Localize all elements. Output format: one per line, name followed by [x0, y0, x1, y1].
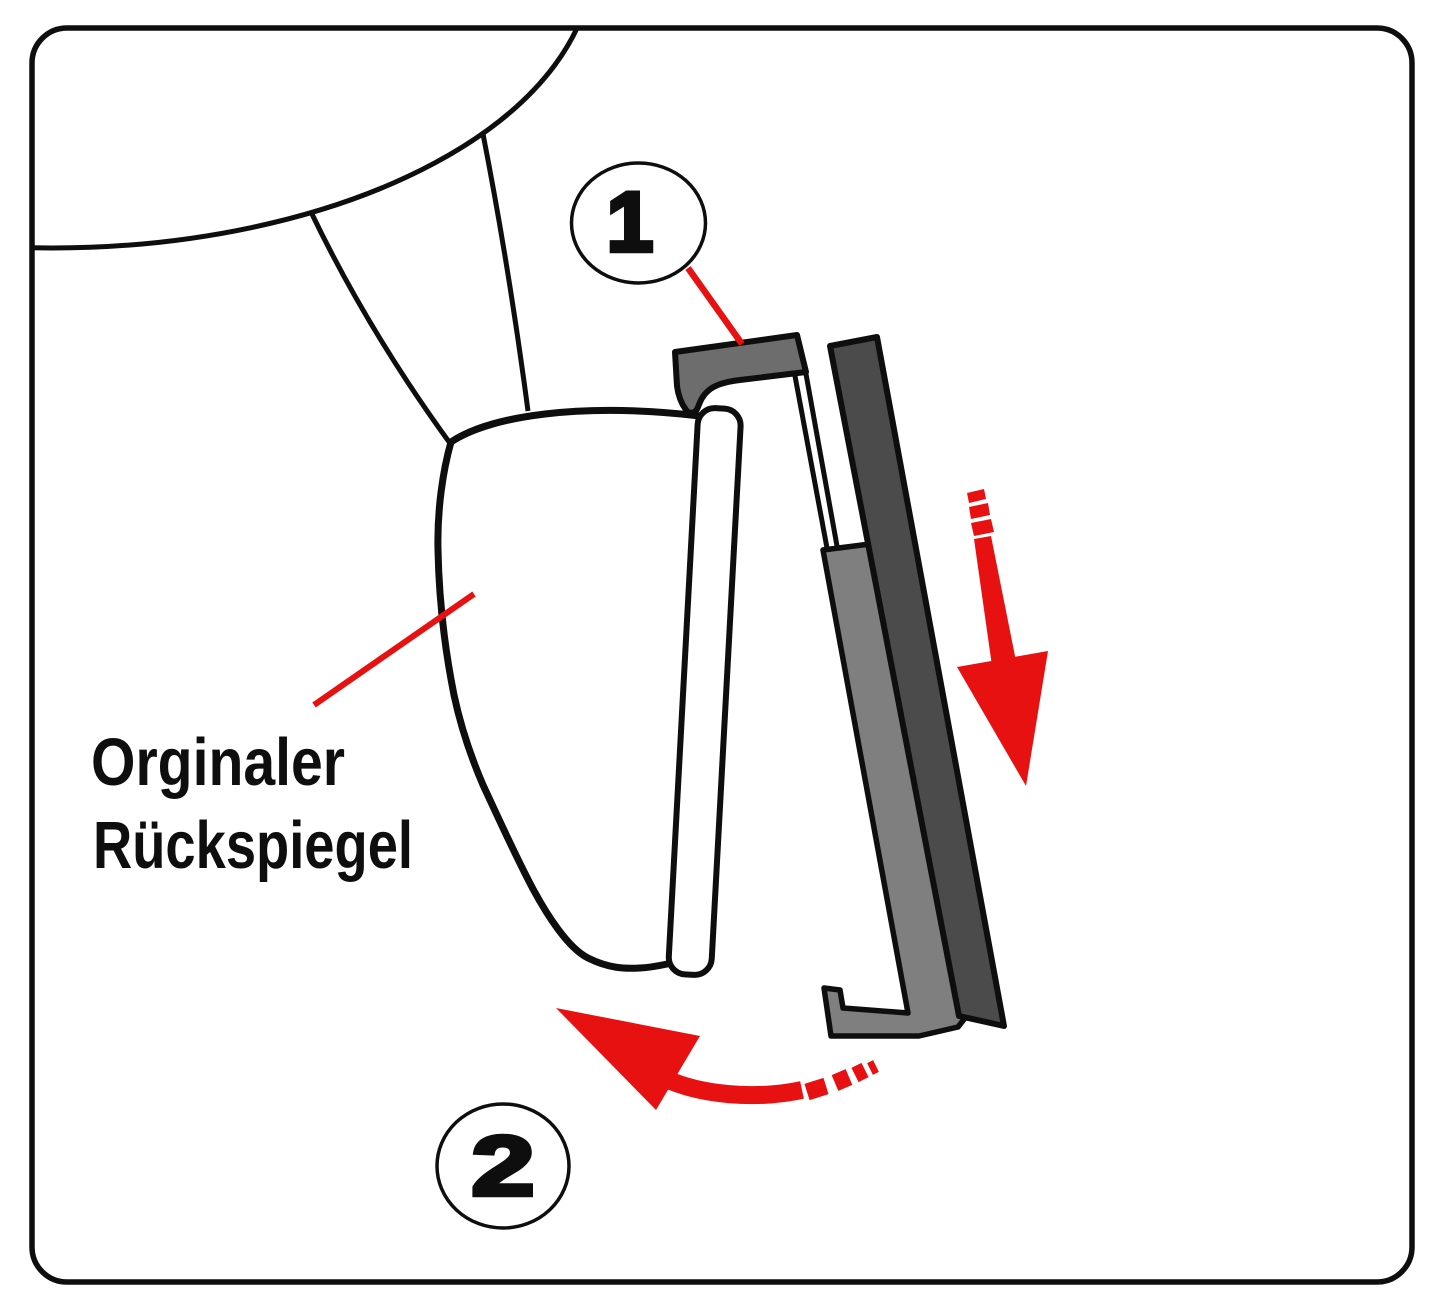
svg-text:2: 2 [472, 1119, 535, 1213]
svg-text:Rückspiegel: Rückspiegel [93, 808, 413, 883]
svg-text:1: 1 [607, 175, 654, 269]
svg-text:Orginaler: Orginaler [91, 725, 345, 800]
